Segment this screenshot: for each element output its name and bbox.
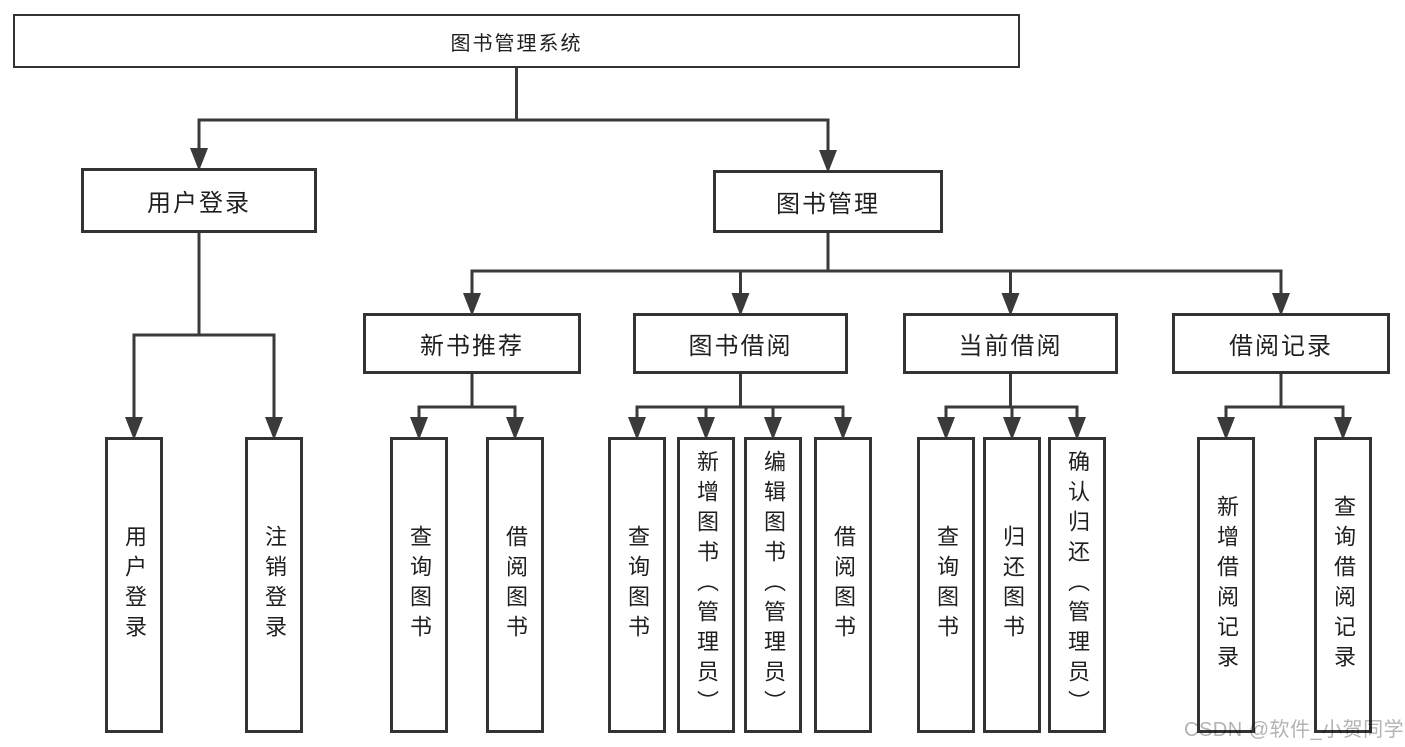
node-leaf-query-book-2: 查询图书 [608,437,666,733]
node-leaf-return-book: 归还图书 [983,437,1041,733]
node-new-book-rec: 新书推荐 [363,313,581,374]
node-current-borrow: 当前借阅 [903,313,1118,374]
node-book-borrow: 图书借阅 [633,313,848,374]
node-leaf-query-book-1: 查询图书 [390,437,448,733]
watermark-text: CSDN @软件_小贺同学 [1184,719,1405,741]
node-book-mgmt: 图书管理 [713,170,943,233]
node-leaf-query-record: 查询借阅记录 [1314,437,1372,733]
node-leaf-query-book-3: 查询图书 [917,437,975,733]
node-user-login: 用户登录 [81,168,317,233]
node-leaf-edit-book: 编辑图书（管理员） [744,437,802,733]
node-leaf-borrow-book-1: 借阅图书 [486,437,544,733]
node-leaf-confirm-return: 确认归还（管理员） [1048,437,1106,733]
node-leaf-borrow-book-2: 借阅图书 [814,437,872,733]
node-root: 图书管理系统 [13,14,1020,68]
node-leaf-add-book: 新增图书（管理员） [677,437,735,733]
node-leaf-logout: 注销登录 [245,437,303,733]
node-borrow-records: 借阅记录 [1172,313,1390,374]
node-leaf-user-login: 用户登录 [105,437,163,733]
node-leaf-add-record: 新增借阅记录 [1197,437,1255,733]
